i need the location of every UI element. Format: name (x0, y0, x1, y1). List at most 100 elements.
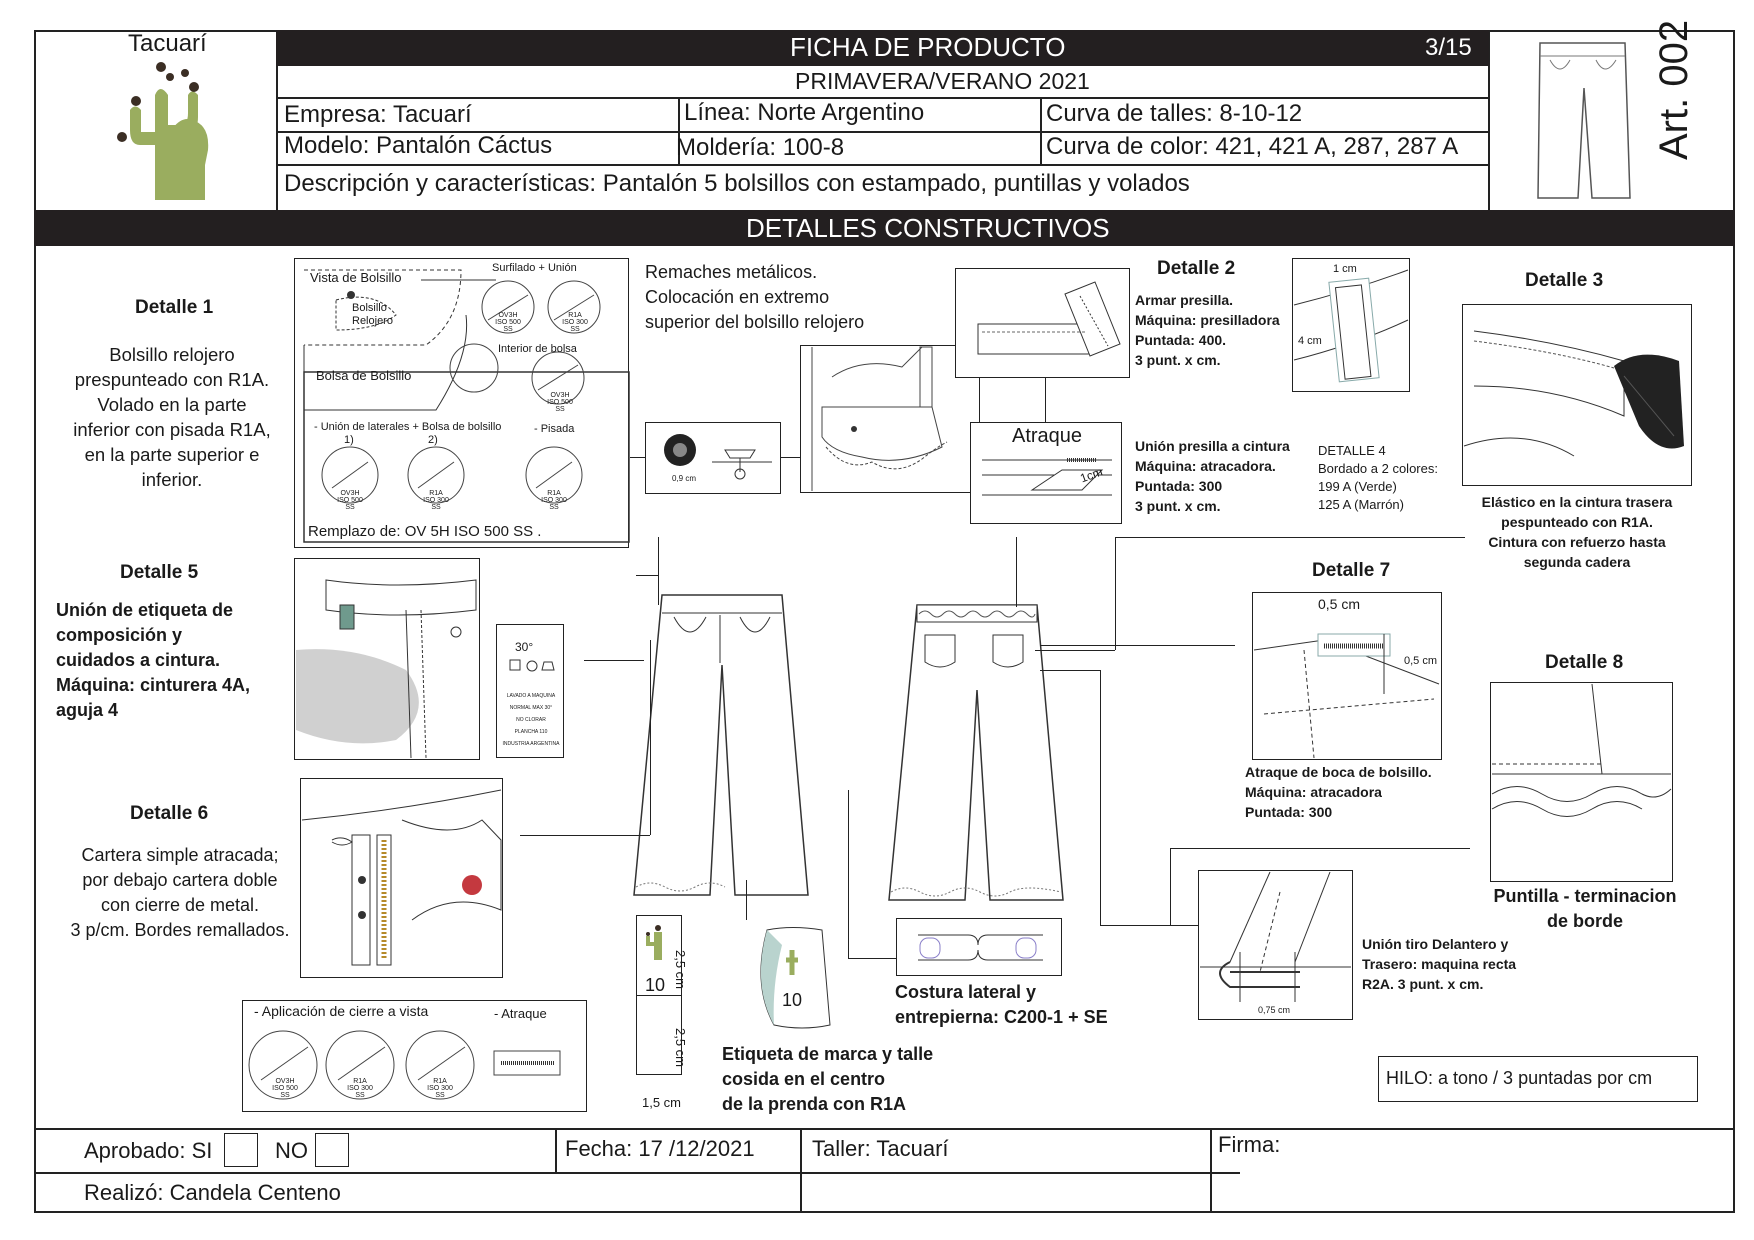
footer-line (34, 1172, 1240, 1174)
connector (1016, 537, 1017, 607)
text-line: pespunteado con R1A. (1501, 514, 1653, 530)
aprobado-si-checkbox[interactable] (224, 1133, 258, 1167)
connector (848, 958, 896, 959)
footer-divider (1210, 1128, 1212, 1213)
text-line: Cartera simple atracada; (81, 845, 279, 865)
label-bolsillo: Bolsillo (352, 302, 387, 314)
detalle8-drawing (1490, 682, 1673, 882)
curva-talles: Curva de talles: 8-10-12 (1046, 100, 1303, 127)
header-row-line (276, 131, 1489, 133)
text-line: Máquina: cinturera 4A, (56, 675, 251, 695)
label-union-laterales: - Unión de laterales + Bolsa de bolsillo (314, 421, 502, 433)
label-size: 10 (645, 975, 666, 995)
detalle1-title: Detalle 1 (135, 297, 214, 318)
detalle7-title: Detalle 7 (1312, 560, 1391, 581)
text-line: R2A. 3 punt. x cm. (1362, 976, 1484, 992)
text-line: por debajo cartera doble (82, 870, 278, 890)
text-line: Costura lateral y (895, 982, 1037, 1002)
text-line: segunda cadera (1523, 554, 1631, 570)
care-icons (509, 659, 555, 672)
badge-text: SS (503, 326, 513, 333)
etiqueta-text: Etiqueta de marca y talle cosida en el c… (722, 1042, 933, 1117)
connector (520, 835, 650, 836)
text-line: DETALLE 4 (1318, 443, 1386, 458)
care-label (496, 624, 564, 758)
badge-text: SS (435, 1092, 445, 1099)
text-line: Bolsillo relojero (109, 344, 235, 365)
atraque-text: Unión presilla a cintura Máquina: atraca… (1135, 436, 1290, 516)
detalle2-text: Armar presilla. Máquina: presilladora Pu… (1135, 290, 1280, 370)
text-line: Volado en la parte (97, 394, 247, 415)
badge-text: ISO 300 (423, 497, 449, 504)
badge-text: OV3H (498, 312, 518, 319)
rivet-pocket-sketch (811, 346, 948, 491)
text-line: Armar presilla. (1135, 292, 1234, 308)
connector (1115, 537, 1465, 538)
rivet-icon (664, 434, 772, 480)
badge-text: ISO 500 (547, 399, 573, 406)
connector (630, 457, 645, 458)
connector (1045, 378, 1046, 422)
badge-text: ISO 300 (541, 497, 567, 504)
atraque-sketch (982, 458, 1112, 496)
crotch-seam-sketch (1200, 871, 1351, 1002)
rivet-measure: 0,9 cm (672, 474, 697, 483)
text-line: inferior con pisada R1A, (73, 419, 271, 440)
label-cactus-icon (646, 925, 662, 960)
header-divider (1488, 30, 1490, 210)
footer-line (34, 1128, 1735, 1130)
detalle3-text: Elástico en la cintura trasera pespuntea… (1462, 492, 1692, 572)
badge-text: SS (549, 504, 559, 511)
connector (1040, 670, 1100, 671)
text-line: 3 punt. x cm. (1135, 498, 1221, 514)
badge-text: R1A (353, 1078, 367, 1085)
section-bar (34, 210, 1735, 246)
connector (1100, 925, 1198, 926)
page-title: FICHA DE PRODUCTO (790, 32, 1066, 62)
text-line: Unión presilla a cintura (1135, 438, 1290, 454)
label-interior: Interior de bolsa (498, 343, 577, 355)
text-line: Máquina: atracadora. (1135, 458, 1276, 474)
text-line: Unión de etiqueta de (56, 600, 234, 620)
header-col-line (678, 97, 680, 165)
text-line: Máquina: atracadora (1245, 784, 1382, 800)
detalle1-drawing (294, 258, 629, 548)
badge-text: R1A (568, 312, 582, 319)
label-reemplazo: Remplazo de: OV 5H ISO 500 SS . (308, 523, 542, 540)
detalle8-title: Detalle 8 (1545, 652, 1624, 673)
detalle7-height: 0,5 cm (1404, 655, 1438, 667)
detalle5-title: Detalle 5 (120, 562, 199, 583)
badge-text: SS (345, 504, 355, 511)
text-line: LAVADO A MAQUINA (506, 693, 556, 699)
elastic-sketch (1463, 330, 1684, 457)
text-line: Puntada: 300 (1245, 804, 1333, 820)
aprobado-no-checkbox[interactable] (315, 1133, 349, 1167)
realizo: Realizó: Candela Centeno (84, 1180, 341, 1205)
text-line: Puntada: 400. (1135, 332, 1227, 348)
connector (1100, 670, 1101, 925)
label-fold (636, 995, 682, 996)
header-divider (276, 30, 278, 210)
text-line: 199 A (Verde) (1318, 479, 1397, 494)
tiro-drawing (1198, 870, 1353, 1020)
atraque-label: - Atraque (494, 1006, 547, 1021)
care-text: LAVADO A MAQUINA NORMAL MAX 30° NO CLORA… (498, 690, 564, 750)
badge-text: SS (431, 504, 441, 511)
text-line: aguja 4 (56, 700, 119, 720)
costura-text: Costura lateral y entrepierna: C200-1 + … (895, 980, 1108, 1030)
text-line: Unión tiro Delantero y (1362, 936, 1509, 952)
label-bolsa: Bolsa de Bolsillo (316, 368, 412, 383)
connector (1115, 537, 1116, 650)
connector (848, 790, 849, 958)
detalle5-text: Unión de etiqueta de composición y cuida… (56, 598, 250, 723)
presilla-width: 1 cm (1333, 263, 1357, 275)
label-m1: 2,5 cm (673, 950, 688, 990)
hilo-text: HILO: a tono / 3 puntadas por cm (1386, 1068, 1653, 1088)
text-line: con cierre de metal. (100, 895, 260, 915)
footer-divider (555, 1128, 557, 1174)
text-line: 125 A (Marrón) (1318, 497, 1404, 512)
no-label: NO (275, 1138, 308, 1163)
text-line: PLANCHA 110 (514, 729, 548, 735)
text-line: 3 punt. x cm. (1135, 352, 1221, 368)
